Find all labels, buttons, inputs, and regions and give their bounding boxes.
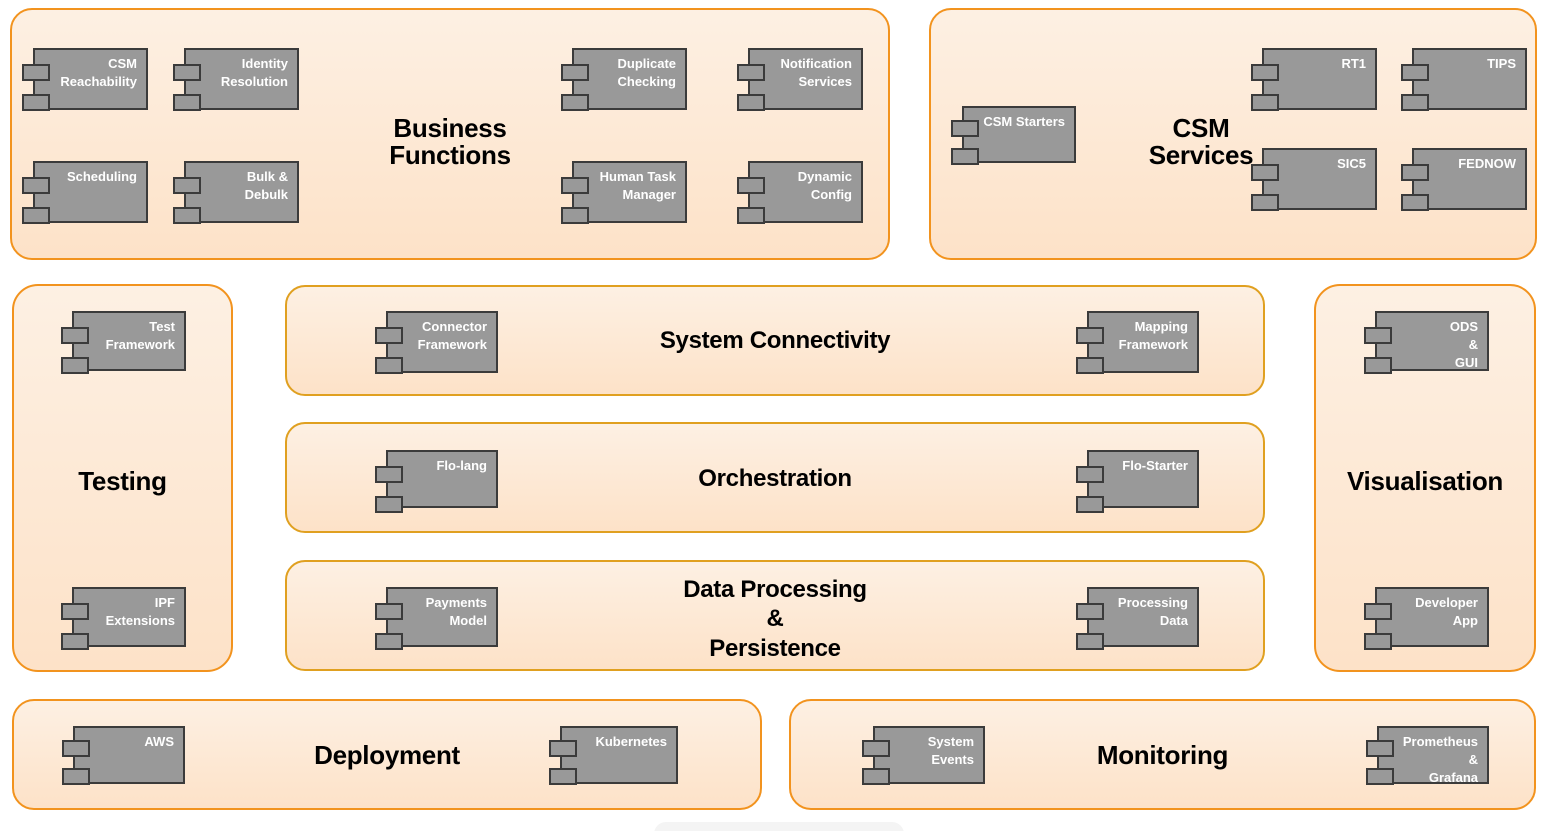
component-test-framework[interactable]: Test Framework (61, 311, 186, 374)
group-title-deployment: Deployment (314, 740, 460, 770)
component-human-task-manager[interactable]: Human Task Manager (561, 161, 687, 224)
component-bulk-debulk[interactable]: Bulk & Debulk (173, 161, 299, 224)
component-system-events[interactable]: System Events (862, 726, 985, 785)
component-payments-model[interactable]: Payments Model (375, 587, 498, 650)
component-fednow[interactable]: FEDNOW (1401, 148, 1527, 211)
group-title-testing: Testing (78, 466, 167, 496)
component-ipf-extensions[interactable]: IPF Extensions (61, 587, 186, 650)
group-title-business-functions: Business Functions (389, 113, 511, 171)
component-ods-gui[interactable]: ODS & GUI (1364, 311, 1489, 374)
group-panel-business-functions[interactable]: Business Functions (10, 8, 890, 260)
group-title-orchestration: Orchestration (698, 465, 852, 492)
component-tips[interactable]: TIPS (1401, 48, 1527, 111)
component-dynamic-config[interactable]: Dynamic Config (737, 161, 863, 224)
component-developer-app[interactable]: Developer App (1364, 587, 1489, 650)
clipped-bottom-shape (654, 822, 904, 831)
component-identity-resolution[interactable]: Identity Resolution (173, 48, 299, 111)
component-connector-framework[interactable]: Connector Framework (375, 311, 498, 374)
group-title-monitoring: Monitoring (1096, 740, 1229, 770)
component-csm-starters[interactable]: CSM Starters (951, 106, 1076, 165)
group-title-data-processing-persistence: Data Processing & Persistence (683, 576, 867, 662)
component-prometheus-grafana[interactable]: Prometheus & Grafana (1366, 726, 1489, 785)
component-sic5[interactable]: SIC5 (1251, 148, 1377, 211)
component-rt1[interactable]: RT1 (1251, 48, 1377, 111)
group-title-system-connectivity: System Connectivity (659, 327, 891, 354)
component-flo-lang[interactable]: Flo-lang (375, 450, 498, 513)
component-duplicate-checking[interactable]: Duplicate Checking (561, 48, 687, 111)
component-csm-reachability[interactable]: CSM Reachability (22, 48, 148, 111)
component-notification-services[interactable]: Notification Services (737, 48, 863, 111)
component-scheduling[interactable]: Scheduling (22, 161, 148, 224)
component-flo-starter[interactable]: Flo-Starter (1076, 450, 1199, 513)
group-title-visualisation: Visualisation (1346, 466, 1503, 496)
component-processing-data[interactable]: Processing Data (1076, 587, 1199, 650)
group-title-csm-services: CSM Services (1148, 113, 1254, 171)
component-mapping-framework[interactable]: Mapping Framework (1076, 311, 1199, 374)
component-aws[interactable]: AWS (62, 726, 185, 785)
component-kubernetes[interactable]: Kubernetes (549, 726, 678, 785)
